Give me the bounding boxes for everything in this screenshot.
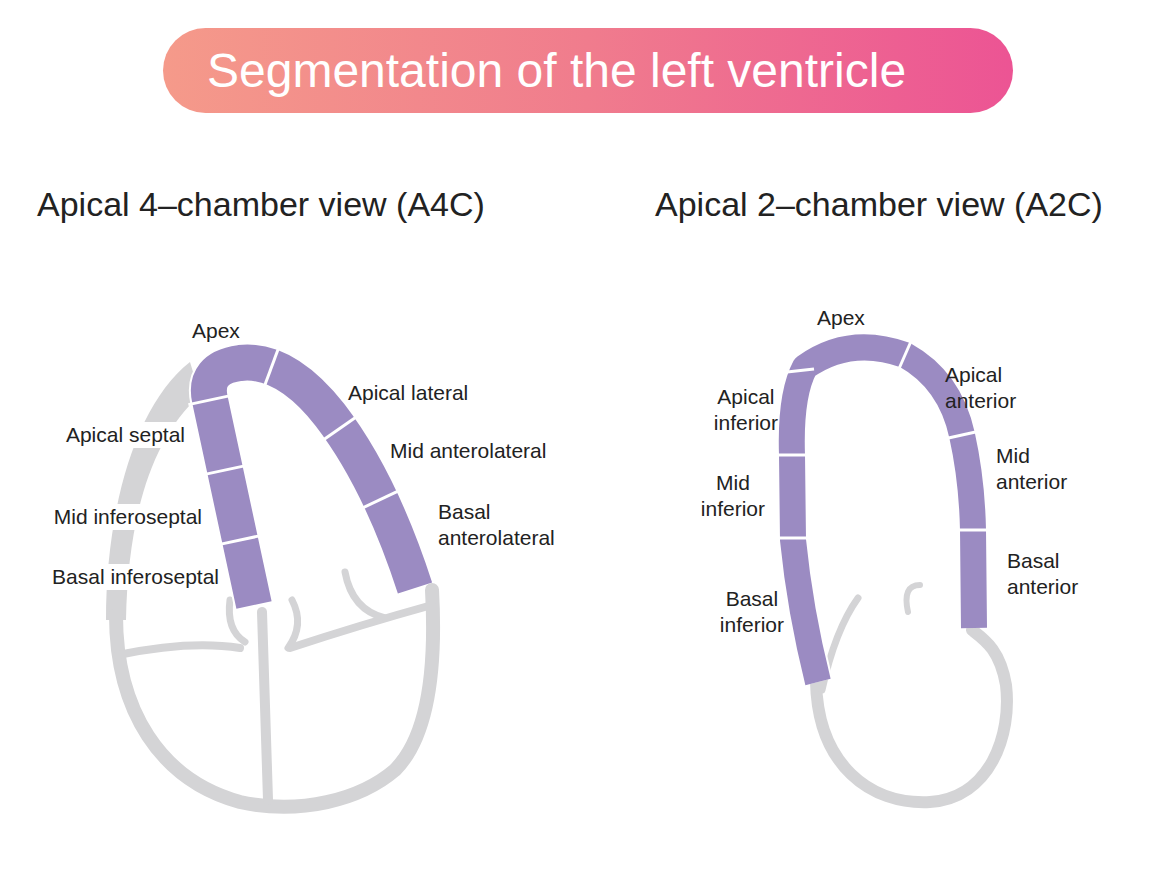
valve-leaflet <box>288 600 298 648</box>
segment-label: Apical anterior <box>945 362 1016 414</box>
segment-label: Apical inferior <box>714 384 778 436</box>
tricuspid-plane <box>118 645 240 655</box>
view-heading: Apical 2–chamber view (A2C) <box>655 184 1103 224</box>
segment-divider <box>776 537 810 540</box>
segment-label: Basal inferior <box>720 586 784 638</box>
segment-label: Apex <box>817 305 865 331</box>
segment-divider <box>945 431 979 438</box>
valve-leaflet <box>907 585 921 612</box>
atrial-wall <box>816 630 1007 802</box>
segment-label: Apical lateral <box>348 380 468 406</box>
view-heading: Apical 4–chamber view (A4C) <box>37 184 485 224</box>
segment-label: Basal inferoseptal <box>50 564 221 590</box>
segment-divider <box>219 535 262 544</box>
segment-divider <box>360 490 402 510</box>
segment-label: Basal anterolateral <box>438 499 555 551</box>
segment-divider <box>321 415 359 441</box>
mitral-plane <box>290 605 432 648</box>
segment-divider <box>188 395 231 404</box>
segment-label: Mid inferoseptal <box>52 504 204 530</box>
segment-label: Mid inferior <box>701 470 765 522</box>
segment-label: Apical septal <box>64 422 187 448</box>
segment-divider <box>898 339 912 371</box>
segment-divider <box>956 529 990 532</box>
segment-divider <box>775 454 809 457</box>
atrial-wall <box>116 590 433 807</box>
atrial-septum <box>262 612 268 800</box>
title-text: Segmentation of the left ventricle <box>163 28 1013 113</box>
segment-divider <box>778 369 814 373</box>
segment-divider <box>204 465 247 474</box>
segment-label: Apex <box>192 318 240 344</box>
segment-label: Mid anterior <box>996 443 1067 495</box>
segment-divider <box>264 346 280 389</box>
segment-dividers <box>188 346 401 545</box>
title-banner: Segmentation of the left ventricle <box>163 28 1013 113</box>
segment-label: Mid anterolateral <box>390 438 546 464</box>
valve-leaflet <box>345 572 385 618</box>
segment-label: Basal anterior <box>1007 548 1078 600</box>
